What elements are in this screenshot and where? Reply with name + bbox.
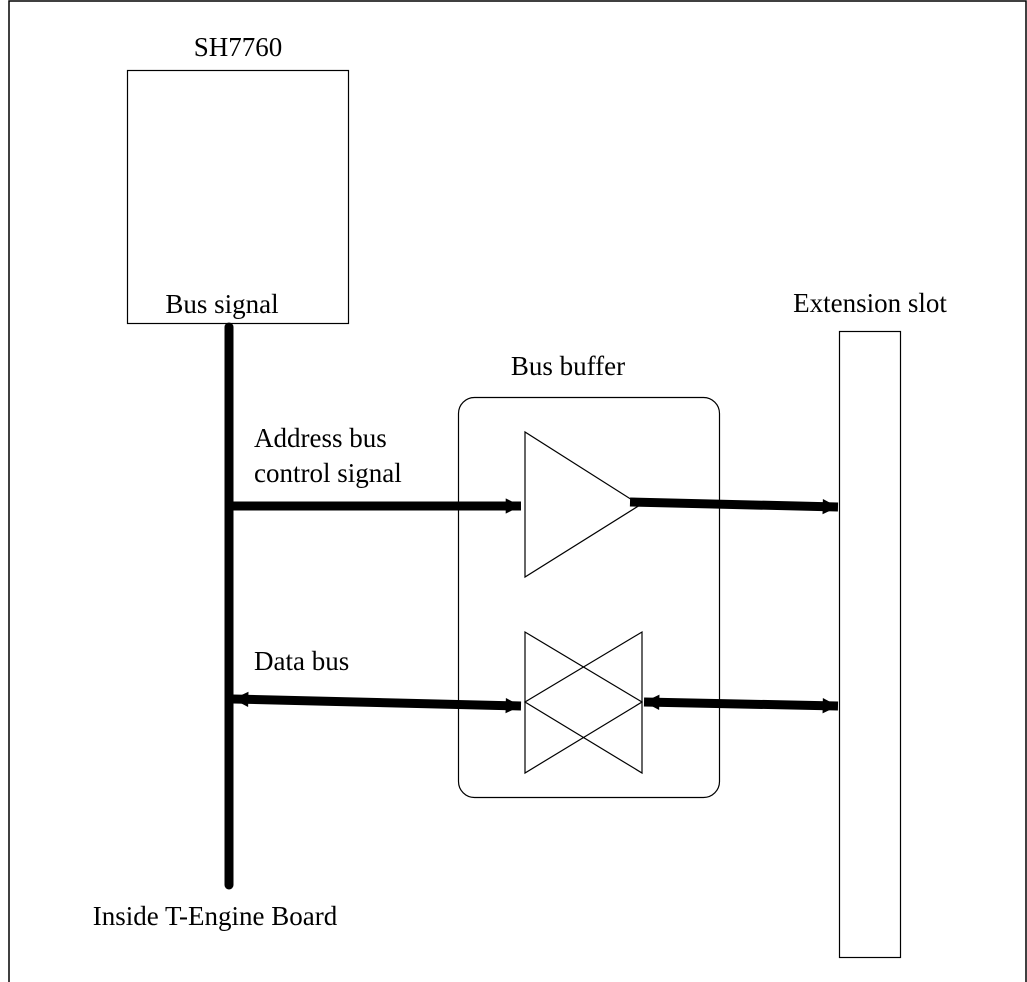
sh7760-chip-label: SH7760 [194,32,283,62]
bus-buffer-box [457,396,721,799]
bidirectional-buffer-reverse-icon [523,630,643,775]
outer-frame [8,0,1027,982]
extension-slot-box [838,330,902,959]
board-label: Inside T-Engine Board [93,901,338,931]
address-bus-label-line2: control signal [254,458,402,488]
sh7760-chip-box [126,69,350,325]
address-bus-label-line1: Address bus [254,423,387,453]
extension-slot-label: Extension slot [793,288,947,318]
buffered-data-bus-arrow [643,694,839,714]
data-bus-arrow [232,691,522,714]
bidirectional-buffer-forward-icon [524,630,644,775]
bus-signal-label: Bus signal [165,289,278,319]
data-bus-label: Data bus [254,646,349,676]
unidirectional-buffer-icon [524,430,642,579]
buffered-address-bus-arrow [629,497,839,515]
bus-buffer-label: Bus buffer [511,351,625,381]
